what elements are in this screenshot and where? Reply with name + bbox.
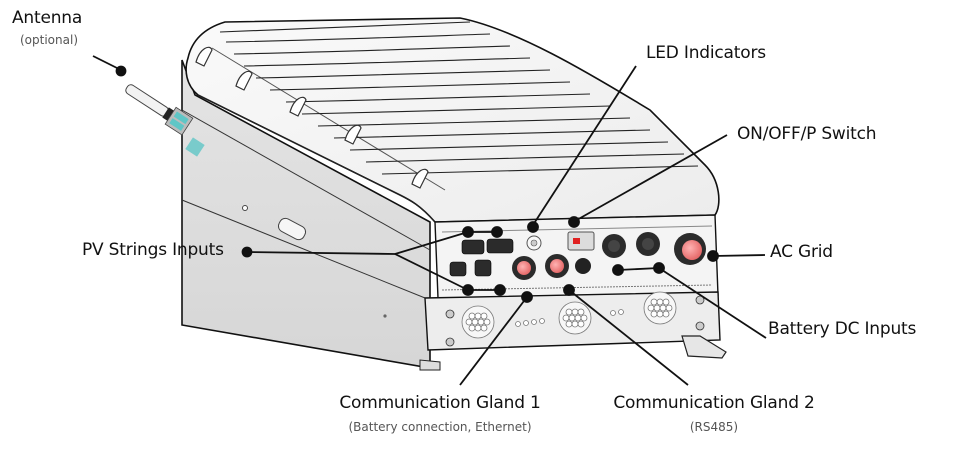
leader-communication-gland-1 (459, 291, 533, 386)
callout-pv-strings-inputs: PV Strings Inputs (82, 240, 224, 260)
ac-grid-gland (674, 233, 706, 265)
antenna (125, 84, 194, 136)
communication-gland-2-body (545, 254, 569, 278)
callout-on-off-p-switch: ON/OFF/P Switch (737, 124, 877, 144)
callout-antenna-subtitle: (optional) (20, 33, 78, 47)
leader-battery-dc-inputs (612, 262, 767, 339)
leader-communication-gland-2 (563, 284, 689, 386)
callout-communication-gland-2-title: Communication Gland 2 (613, 393, 815, 413)
lid-handles (195, 46, 429, 189)
leader-ac-grid (707, 250, 766, 262)
callout-battery-dc-inputs: Battery DC Inputs (768, 319, 917, 339)
battery-dc-connectors (602, 232, 660, 258)
connection-panel (434, 214, 719, 299)
callout-ac-grid: AC Grid (770, 242, 833, 262)
on-off-p-switch-body (567, 231, 595, 251)
fan-plate-screws (445, 295, 705, 347)
pv-connectors (449, 238, 514, 277)
inverter-enclosure (125, 17, 727, 371)
callout-communication-gland-1-subtitle: (Battery connection, Ethernet) (348, 420, 532, 434)
fan-grilles (461, 291, 677, 339)
callout-antenna-title: Antenna (12, 8, 83, 28)
mounting-bracket (681, 335, 727, 359)
callout-communication-gland-1-title: Communication Gland 1 (339, 393, 541, 413)
leader-on-off-p-switch (568, 134, 728, 228)
led-indicator-window (526, 235, 542, 251)
leader-led-indicators (527, 65, 637, 233)
leader-pv-strings-inputs (241, 226, 506, 296)
callout-led-indicators: LED Indicators (646, 43, 766, 63)
callout-leaders (92, 55, 767, 386)
side-slot (277, 217, 307, 241)
leader-antenna (92, 55, 127, 77)
blank-plug (575, 258, 591, 274)
communication-gland-1-body (512, 256, 536, 280)
callout-communication-gland-2-subtitle: (RS485) (689, 420, 739, 434)
